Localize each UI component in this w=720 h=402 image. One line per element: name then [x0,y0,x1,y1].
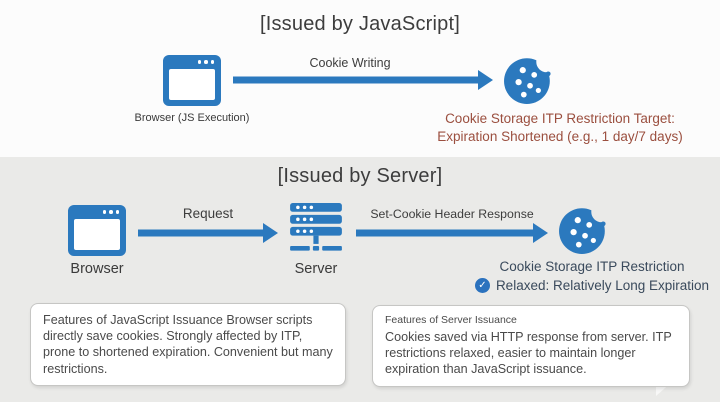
cookie-writing-arrow [233,70,493,90]
server-features-body: Cookies saved via HTTP response from ser… [385,330,672,377]
js-section-title: [Issued by JavaScript] [259,13,461,35]
server-rack-icon [290,203,342,251]
server-issued-section: [Issued by Server] Browser Request Serve… [0,157,720,402]
browser-window-icon [163,55,221,106]
cookie-icon [559,203,610,254]
request-arrow-label: Request [182,206,234,221]
server-label: Server [294,261,338,277]
js-features-body: Features of JavaScript Issuance Browser … [43,313,333,376]
check-circle-icon: ✓ [474,277,490,293]
browser-window-icon [68,205,126,256]
js-issued-section: [Issued by JavaScript] Browser (JS Execu… [0,0,720,157]
js-result-line2: Expiration Shortened (e.g., 1 day/7 days… [437,129,683,144]
server-result-line1: Cookie Storage ITP Restriction [499,259,685,274]
server-features-note: Features of Server Issuance Cookies save… [372,305,690,387]
js-features-note: Features of JavaScript Issuance Browser … [30,303,346,386]
server-result-caption: Cookie Storage ITP Restriction ✓ Relaxed… [462,258,720,294]
window-dots-icon [197,60,214,64]
request-arrow [138,223,278,243]
js-result-line1: Cookie Storage ITP Restriction Target: [445,111,675,126]
cookie-icon [504,53,555,104]
window-dots-icon [102,210,119,214]
js-browser-label: Browser (JS Execution) [134,112,250,124]
server-result-line2: Relaxed: Relatively Long Expiration [495,277,710,293]
set-cookie-response-arrow [356,223,548,243]
js-result-caption: Cookie Storage ITP Restriction Target: E… [405,110,715,146]
server-section-title: [Issued by Server] [277,165,443,187]
cookie-writing-arrow-label: Cookie Writing [309,56,391,70]
server-flow-browser-label: Browser [70,261,124,277]
response-arrow-label: Set-Cookie Header Response [370,207,534,221]
server-features-heading: Features of Server Issuance [385,314,517,326]
